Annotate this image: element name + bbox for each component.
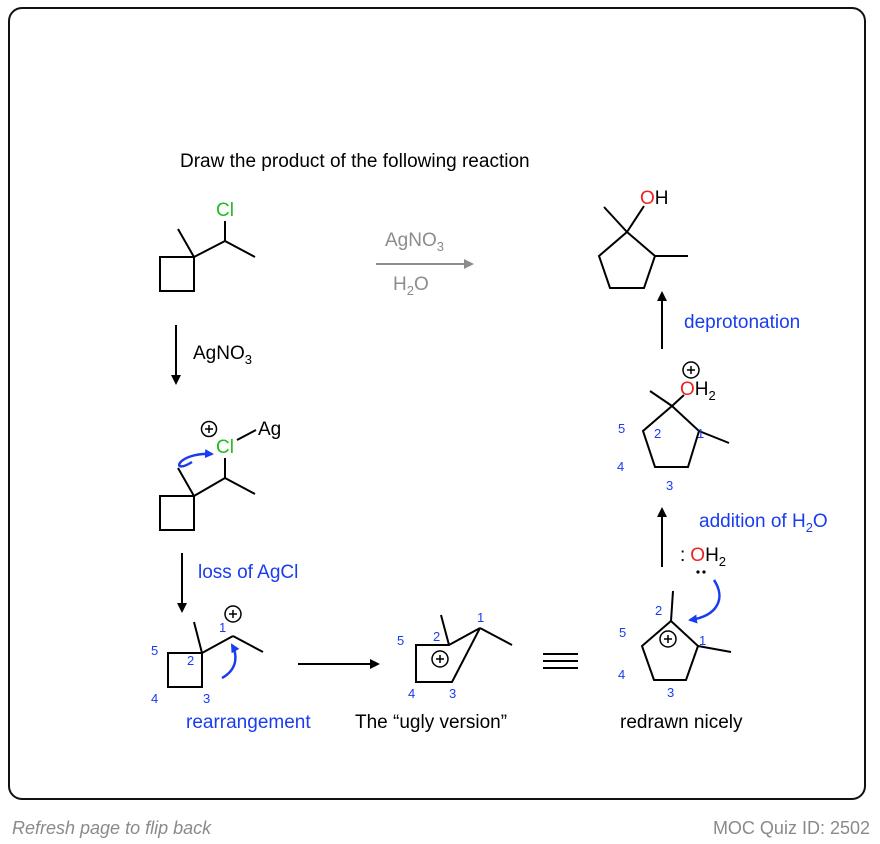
water-nucleophile: :OH2 (680, 545, 726, 569)
silver-complex (159, 429, 257, 531)
leaving-group-curved-arrow (177, 449, 214, 468)
ugly-number-2: 2 (433, 629, 440, 644)
oxonium-number-1: 1 (697, 426, 704, 441)
svg-text:AgNO3: AgNO3 (385, 230, 444, 254)
redrawn-cation (640, 590, 732, 681)
carbon-number-2: 2 (187, 653, 194, 668)
rearrangement-curved-arrow (221, 643, 240, 680)
product-hydroxyl: OH (640, 188, 669, 209)
oxonium-charge (682, 361, 700, 379)
ugly-cation-charge (431, 650, 449, 668)
overall-reaction-arrow: AgNO3 H2O (376, 230, 474, 298)
redrawn-number-3: 3 (667, 685, 674, 700)
chlorine-atom: Cl (216, 200, 234, 221)
ugly-number-4: 4 (408, 686, 415, 701)
ugly-version-label: The “ugly version” (355, 712, 507, 733)
oxonium-number-2: 2 (654, 426, 661, 441)
carbon-number-3: 3 (203, 691, 210, 706)
complex-silver: Ag (258, 419, 281, 440)
ugly-number-1: 1 (477, 610, 484, 625)
carbon-number-4: 4 (151, 691, 158, 706)
step1-reagent: AgNO3 (193, 343, 252, 367)
redrawn-nicely-label: redrawn nicely (620, 712, 743, 733)
oxonium-number-5: 5 (618, 421, 625, 436)
water-lone-pair (696, 570, 706, 574)
quiz-card[interactable] (8, 7, 866, 800)
water-attack-curved-arrow (688, 579, 721, 624)
oxonium-oh2: OH2 (680, 379, 716, 403)
redrawn-number-1: 1 (699, 633, 706, 648)
secondary-carbocation (167, 621, 264, 688)
loss-of-agcl-label: loss of AgCl (198, 562, 298, 583)
equivalence-symbol (543, 653, 578, 669)
rearrangement-label: rearrangement (186, 712, 311, 733)
chlorine-positive-charge (200, 420, 218, 438)
redrawn-number-2: 2 (655, 603, 662, 618)
ugly-version-cation (415, 614, 513, 683)
carbon-number-1: 1 (219, 620, 226, 635)
final-product (597, 205, 688, 289)
oxonium-number-3: 3 (666, 478, 673, 493)
oxonium-number-4: 4 (617, 459, 624, 474)
ugly-number-3: 3 (449, 686, 456, 701)
deprotonation-label: deprotonation (684, 312, 800, 333)
refresh-hint: Refresh page to flip back (12, 818, 212, 838)
complex-chlorine: Cl (216, 437, 234, 458)
addition-of-water-label: addition of H2O (699, 511, 828, 535)
question-text: Draw the product of the following reacti… (180, 151, 530, 172)
redrawn-number-4: 4 (618, 667, 625, 682)
ugly-number-5: 5 (397, 633, 404, 648)
svg-text:H2O: H2O (393, 274, 429, 298)
redrawn-number-5: 5 (619, 625, 626, 640)
oxonium-intermediate (641, 390, 730, 468)
carbon-number-5: 5 (151, 643, 158, 658)
starting-material (159, 221, 256, 292)
quiz-id: MOC Quiz ID: 2502 (712, 818, 870, 838)
redrawn-cation-charge (659, 630, 677, 648)
carbocation-charge-1 (224, 605, 242, 623)
